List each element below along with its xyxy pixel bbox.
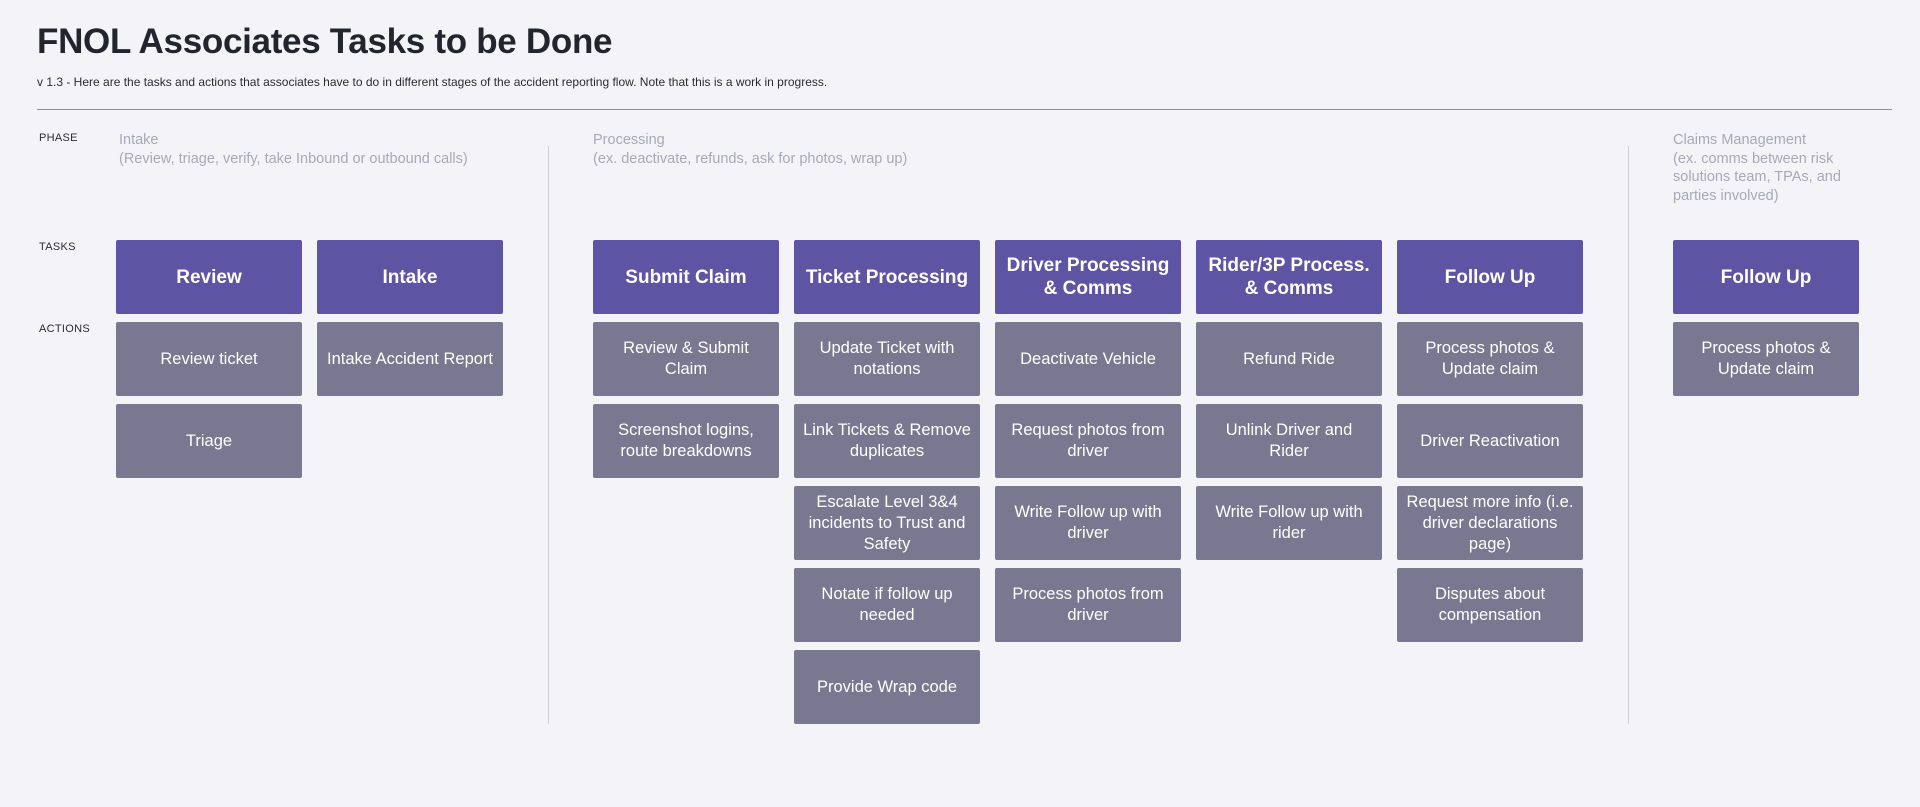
action-box: Screenshot logins, route breakdowns — [593, 404, 779, 478]
action-box: Review ticket — [116, 322, 302, 396]
row-label-actions: ACTIONS — [39, 323, 90, 335]
action-box: Unlink Driver and Rider — [1196, 404, 1382, 478]
action-box: Refund Ride — [1196, 322, 1382, 396]
phase-name: Claims Management — [1673, 132, 1806, 148]
action-box: Write Follow up with driver — [995, 486, 1181, 560]
phase-name: Intake — [119, 132, 159, 148]
page-title: FNOL Associates Tasks to be Done — [37, 22, 613, 61]
action-box: Write Follow up with rider — [1196, 486, 1382, 560]
action-box: Triage — [116, 404, 302, 478]
phase-processing: Processing (ex. deactivate, refunds, ask… — [593, 131, 907, 168]
action-box: Process photos from driver — [995, 568, 1181, 642]
phase-divider — [548, 146, 549, 724]
action-box: Review & Submit Claim — [593, 322, 779, 396]
phase-divider — [1628, 146, 1629, 724]
action-box: Driver Reactivation — [1397, 404, 1583, 478]
task-box: Ticket Processing — [794, 240, 980, 314]
header-divider — [37, 109, 1892, 110]
action-box: Provide Wrap code — [794, 650, 980, 724]
phase-name: Processing — [593, 132, 665, 148]
task-box: Intake — [317, 240, 503, 314]
task-box: Follow Up — [1397, 240, 1583, 314]
phase-intake: Intake (Review, triage, verify, take Inb… — [119, 131, 468, 168]
row-label-phase: PHASE — [39, 132, 78, 144]
page-subtitle: v 1.3 - Here are the tasks and actions t… — [37, 75, 828, 89]
action-box: Intake Accident Report — [317, 322, 503, 396]
phase-description: solutions team, TPAs, and — [1673, 169, 1841, 185]
phase-description: (Review, triage, verify, take Inbound or… — [119, 150, 468, 167]
action-box: Process photos & Update claim — [1397, 322, 1583, 396]
task-box: Rider/3P Process. & Comms — [1196, 240, 1382, 314]
action-box: Request photos from driver — [995, 404, 1181, 478]
task-box: Submit Claim — [593, 240, 779, 314]
action-box: Deactivate Vehicle — [995, 322, 1181, 396]
action-box: Update Ticket with notations — [794, 322, 980, 396]
task-box: Driver Processing & Comms — [995, 240, 1181, 314]
phase-description: (ex. comms between risk — [1673, 150, 1834, 167]
phase-description: (ex. deactivate, refunds, ask for photos… — [593, 150, 908, 167]
action-box: Process photos & Update claim — [1673, 322, 1859, 396]
action-box: Escalate Level 3&4 incidents to Trust an… — [794, 486, 980, 560]
task-box: Review — [116, 240, 302, 314]
task-box: Follow Up — [1673, 240, 1859, 314]
phase-description: parties involved) — [1673, 187, 1779, 204]
action-box: Link Tickets & Remove duplicates — [794, 404, 980, 478]
action-box: Disputes about compensation — [1397, 568, 1583, 642]
action-box: Notate if follow up needed — [794, 568, 980, 642]
action-box: Request more info (i.e. driver declarati… — [1397, 486, 1583, 560]
phase-claims-management: Claims Management (ex. comms between ris… — [1673, 131, 1841, 205]
row-label-tasks: TASKS — [39, 241, 76, 253]
